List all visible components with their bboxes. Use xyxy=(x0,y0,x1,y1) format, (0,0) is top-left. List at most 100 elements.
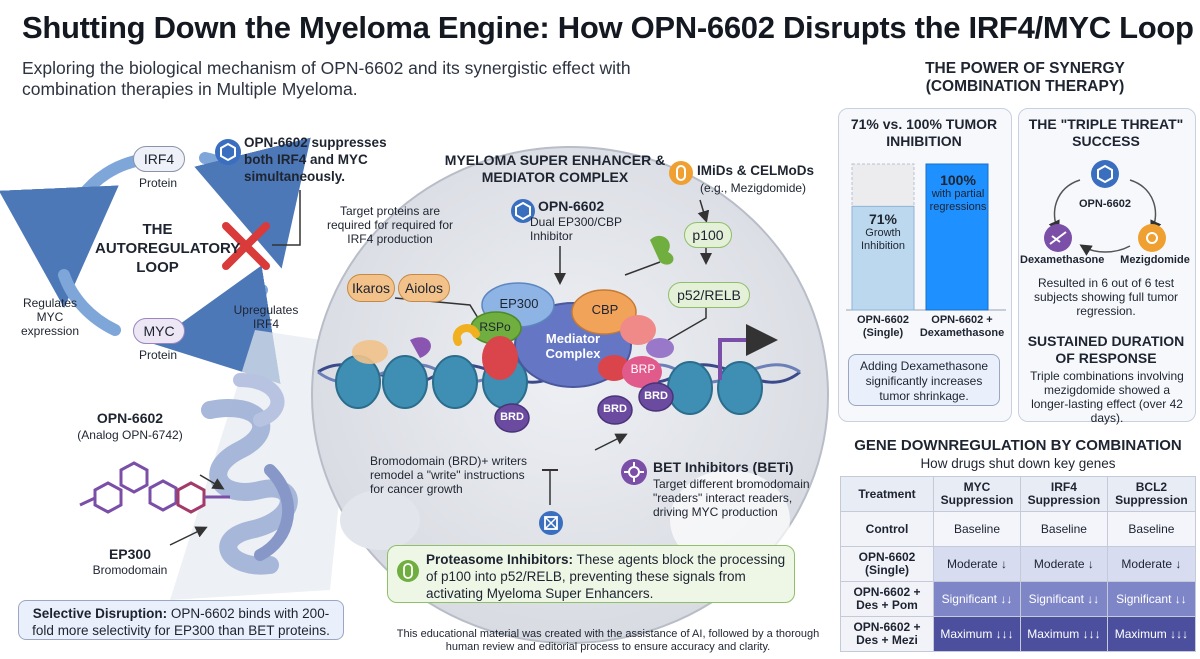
beti-text: Target different bromodomain "readers" i… xyxy=(653,477,810,519)
brp-label: BRP xyxy=(630,362,656,376)
ikaros-node: Ikaros xyxy=(347,274,395,302)
triple-title: THE "TRIPLE THREAT" SUCCESS xyxy=(1028,116,1184,149)
sustained-text: Triple combinations involving mezigdomid… xyxy=(1030,369,1184,425)
myc-node: MYC xyxy=(133,318,185,344)
triple-opn-label: OPN-6602 xyxy=(1079,198,1131,210)
brd-label-2: BRD xyxy=(603,403,627,415)
gene-table-subtitle: How drugs shut down key genes xyxy=(920,456,1116,471)
table-row-label: OPN-6602 + Des + Pom xyxy=(840,581,934,617)
table-cell: Maximum ↓↓↓ xyxy=(933,616,1021,652)
bar-combo xyxy=(925,163,989,311)
callout-text: OPN-6602 binds with 200-fold more select… xyxy=(32,606,330,638)
gene-table-header: IRF4 Suppression xyxy=(1020,476,1108,512)
triple-opn-icon xyxy=(1091,160,1119,188)
proteasome-icon xyxy=(539,511,563,535)
mediator-complex-illustration xyxy=(352,235,674,388)
molecule-illustration xyxy=(79,461,230,514)
imids-sub: (e.g., Mezigdomide) xyxy=(700,181,807,195)
table-cell: Baseline xyxy=(1106,511,1197,547)
complex-opn-sub: Dual EP300/CBP Inhibitor xyxy=(530,215,622,243)
ep300-label: EP300 xyxy=(499,296,539,311)
gene-table-header: MYC Suppression xyxy=(933,476,1021,512)
imids-icon xyxy=(669,161,693,185)
table-row: OPN-6602 + Des + Mezi Maximum ↓↓↓ Maximu… xyxy=(840,616,1197,652)
bar-chart-title: 71% vs. 100% TUMOR INHIBITION xyxy=(850,116,998,149)
brd-label-1: BRD xyxy=(500,411,524,423)
block-x-icon xyxy=(222,222,270,270)
gene-table-header: Treatment xyxy=(840,476,934,512)
bar-single xyxy=(851,205,915,311)
table-cell: Maximum ↓↓↓ xyxy=(1020,616,1108,652)
beti-title: BET Inhibitors (BETi) xyxy=(653,459,794,475)
table-cell: Baseline xyxy=(1020,511,1108,547)
loop-arrows xyxy=(0,137,311,384)
table-row: OPN-6602 (Single) Moderate ↓ Moderate ↓ … xyxy=(840,546,1197,582)
myc-sub: Protein xyxy=(138,348,178,362)
proteasome-callout: Proteasome Inhibitors: These agents bloc… xyxy=(387,545,795,603)
pill-icon xyxy=(397,560,419,582)
opn-6602-icon xyxy=(215,139,241,165)
structure-target-sub: Bromodomain xyxy=(92,563,168,577)
table-cell: Baseline xyxy=(933,511,1021,547)
suppress-note: OPN-6602 suppresses both IRF4 and MYC si… xyxy=(244,135,387,184)
loop-arrow-top-right xyxy=(194,137,311,269)
loop-arrow-right xyxy=(152,265,281,384)
structure-drug-label: OPN-6602 xyxy=(96,410,164,426)
bar-note: Adding Dexamethasone significantly incre… xyxy=(848,354,1000,406)
suppress-connector xyxy=(272,190,301,246)
p52-relb-node: p52/RELB xyxy=(668,282,750,308)
imids-title: IMiDs & CELMoDs xyxy=(697,163,815,178)
opn-6602-complex-icon xyxy=(511,199,535,223)
p100-node: p100 xyxy=(684,222,732,248)
table-cell: Moderate ↓ xyxy=(933,546,1021,582)
triple-dex-label: Dexamethasone xyxy=(1020,254,1105,266)
bar2-value: 100% xyxy=(940,172,976,188)
triple-diagram xyxy=(1044,160,1166,256)
synergy-title: THE POWER OF SYNERGY (COMBINATION THERAP… xyxy=(925,60,1125,95)
table-cell: Moderate ↓ xyxy=(1106,546,1197,582)
page-subtitle: Exploring the biological mechanism of OP… xyxy=(22,58,631,99)
proteasome-bold: Proteasome Inhibitors: xyxy=(426,552,574,567)
gene-table-header-row: Treatment MYC Suppression IRF4 Suppressi… xyxy=(840,476,1197,512)
bar-chart xyxy=(846,163,1006,311)
table-row-label: OPN-6602 + Des + Mezi xyxy=(840,616,934,652)
selective-disruption-callout: Selective Disruption: OPN-6602 binds wit… xyxy=(18,600,344,640)
callout-bold: Selective Disruption: xyxy=(32,606,168,621)
table-cell: Significant ↓↓ xyxy=(933,581,1021,617)
gene-table: Treatment MYC Suppression IRF4 Suppressi… xyxy=(840,476,1197,652)
cbp-label: CBP xyxy=(591,302,619,317)
irf4-node: IRF4 xyxy=(133,146,185,172)
sustained-title: SUSTAINED DURATION OF RESPONSE xyxy=(1027,333,1185,366)
protein-structure-illustration xyxy=(170,330,355,600)
brd-label-3: BRD xyxy=(644,390,668,402)
bar1-label: Growth Inhibition xyxy=(860,227,906,252)
table-row: Control Baseline Baseline Baseline xyxy=(840,511,1197,547)
beti-icon xyxy=(621,459,647,485)
triple-mez-label: Mezigdomide xyxy=(1120,254,1190,266)
table-row-label: OPN-6602 (Single) xyxy=(840,546,934,582)
aiolos-node: Aiolos xyxy=(398,274,450,302)
gene-table-header: BCL2 Suppression xyxy=(1106,476,1197,512)
loop-arrow-left xyxy=(0,154,146,308)
loop-upregulates-label: Upregulates IRF4 xyxy=(233,303,299,331)
nucleosomes xyxy=(335,355,763,415)
rspo-label: RSPo xyxy=(479,320,511,334)
bar1-category: OPN-6602 (Single) xyxy=(857,314,909,339)
loop-arrow-bottom xyxy=(58,269,121,336)
mediator-label: Mediator Complex xyxy=(545,331,601,361)
brd-note: Bromodomain (BRD)+ writers remodel a "wr… xyxy=(370,454,528,496)
proteasome-text: These agents block the processing of p10… xyxy=(426,552,786,601)
table-cell: Significant ↓↓ xyxy=(1106,581,1197,617)
structure-target-label: EP300 xyxy=(108,546,152,562)
bar2-label: with partial regressions xyxy=(929,188,987,213)
gene-table-title: GENE DOWNREGULATION BY COMBINATION xyxy=(854,437,1182,454)
disclaimer: This educational material was created wi… xyxy=(396,628,820,653)
page-title: Shutting Down the Myeloma Engine: How OP… xyxy=(22,10,1194,45)
bar1-value: 71% xyxy=(868,211,898,227)
table-row-label: Control xyxy=(840,511,934,547)
triple-mez-icon xyxy=(1138,224,1166,252)
table-cell: Moderate ↓ xyxy=(1020,546,1108,582)
table-cell: Maximum ↓↓↓ xyxy=(1106,616,1197,652)
table-cell: Significant ↓↓ xyxy=(1020,581,1108,617)
